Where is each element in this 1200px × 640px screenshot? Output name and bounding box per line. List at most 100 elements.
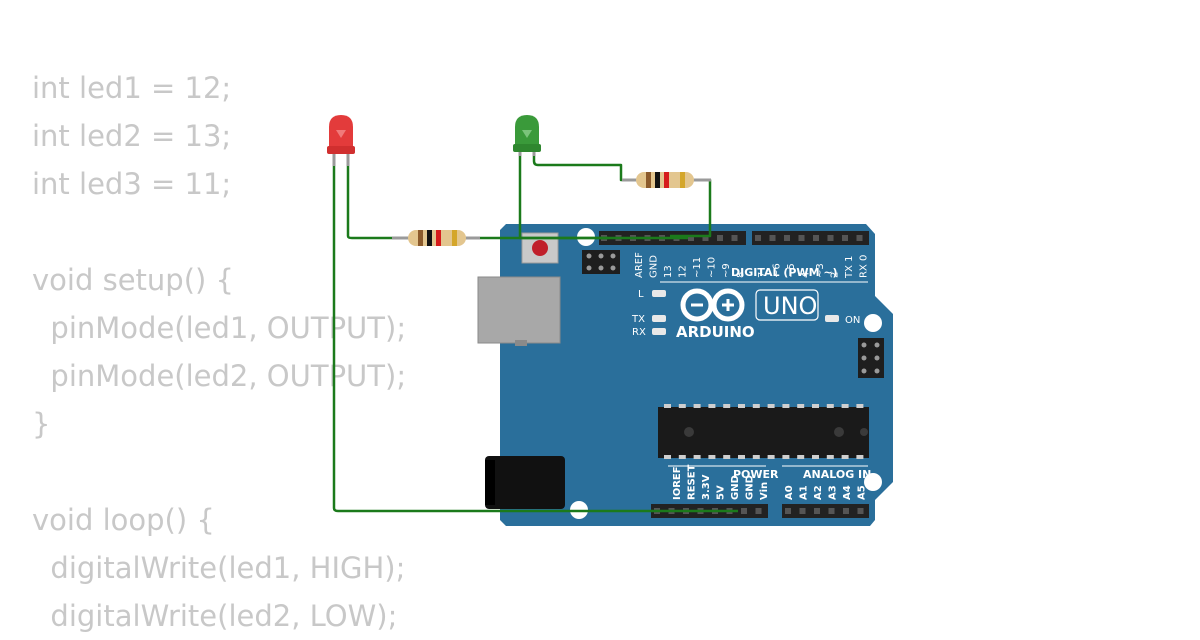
analog-header-label: ANALOG IN [803, 468, 871, 481]
pin-label: 4 [801, 272, 812, 278]
pin-label: ~5 [786, 263, 797, 278]
pin-label: GND [730, 475, 741, 500]
led-tx-indicator [652, 315, 666, 322]
header-pin[interactable] [741, 508, 747, 514]
pin-label: 7 [757, 272, 768, 278]
wires [332, 152, 738, 513]
pin-label: GND [649, 255, 660, 278]
header-pin[interactable] [688, 235, 694, 241]
header-pin[interactable] [755, 508, 762, 514]
chip-pin [782, 404, 790, 408]
header-pin[interactable] [843, 508, 849, 514]
code-line: digitalWrite(led2, LOW); [32, 599, 398, 633]
pin-label: TX 1 [844, 256, 855, 280]
arduino-logo-icon [680, 288, 745, 322]
mounting-hole [864, 314, 882, 332]
chip-pin [723, 404, 731, 408]
led-green[interactable] [513, 115, 541, 156]
code-line: int led3 = 11; [32, 167, 232, 201]
header-pin[interactable] [799, 508, 806, 514]
header-pin[interactable] [717, 235, 723, 241]
wire-green-led-to-gnd[interactable] [518, 152, 608, 240]
pin-label: AREF [634, 252, 645, 278]
mounting-hole [864, 473, 882, 491]
icsp-header-top [582, 250, 620, 274]
led-on-indicator [825, 315, 839, 322]
pin-label: RX 0 [859, 255, 870, 278]
led-red[interactable] [327, 115, 355, 166]
chip-pin [664, 404, 671, 408]
resistor-2[interactable] [622, 172, 711, 188]
code-line: void setup() { [32, 263, 234, 297]
code-line: } [32, 407, 51, 441]
header-pin[interactable] [842, 235, 848, 241]
chip-pin [708, 455, 716, 459]
header-pin[interactable] [828, 508, 835, 514]
header-pin[interactable] [827, 235, 834, 241]
chip-pin [693, 455, 701, 459]
pin-label: 5V [716, 485, 727, 500]
header-pin[interactable] [813, 235, 819, 241]
chip-pin [812, 404, 819, 408]
led-tx-label: TX [631, 314, 645, 325]
chip-pin [678, 404, 686, 408]
header-pin[interactable] [702, 235, 709, 241]
wire-red-led-to-resistor[interactable] [346, 162, 393, 240]
chip-pin [826, 455, 834, 459]
code-line: digitalWrite(led1, HIGH); [32, 551, 406, 585]
digital-header-right[interactable] [752, 231, 869, 245]
led-l-indicator [652, 290, 666, 297]
pin-label: ~9 [721, 263, 732, 278]
pin-label: A1 [799, 485, 810, 500]
pin-label: ~10 [707, 257, 718, 278]
led-l-label: L [638, 289, 644, 300]
analog-header[interactable] [782, 504, 869, 518]
pin-label: Vin [759, 482, 770, 500]
header-pin[interactable] [857, 508, 864, 514]
header-pin[interactable] [814, 508, 820, 514]
pin-label: ~6 [772, 263, 783, 278]
pin-label: A4 [842, 485, 853, 500]
header-pin[interactable] [755, 235, 761, 241]
header-pin[interactable] [856, 235, 863, 241]
wire-green-led-to-resistor[interactable] [532, 152, 636, 182]
arduino-brand-text: ARDUINO [676, 323, 755, 341]
chip-pin [841, 404, 849, 408]
chip-pin [752, 455, 760, 459]
icsp-header-right [858, 338, 884, 378]
chip-pin [738, 455, 745, 459]
reset-button-cap[interactable] [532, 240, 548, 256]
uno-badge [755, 289, 819, 321]
chip-pin [841, 455, 849, 459]
chip-pin [826, 404, 834, 408]
pin-label: 13 [663, 265, 674, 278]
header-pin[interactable] [784, 235, 790, 241]
chip-pin [767, 455, 775, 459]
chip-pin [708, 404, 716, 408]
power-jack [485, 456, 565, 509]
led-on-label: ON [845, 315, 860, 326]
wire-red-led-to-gnd[interactable] [332, 162, 738, 513]
header-pin[interactable] [731, 235, 738, 241]
chip-pin [812, 455, 819, 459]
pin-label: 3.3V [701, 474, 712, 500]
code-line: pinMode(led2, OUTPUT); [32, 359, 407, 393]
header-pin[interactable] [798, 235, 805, 241]
pin-label: 2 [830, 272, 841, 278]
chip-pin [856, 455, 864, 459]
pin-label: 8 [736, 272, 747, 278]
header-pin[interactable] [785, 508, 791, 514]
uno-model-text: UNO [763, 292, 817, 320]
pin-label: IOREF [672, 466, 683, 500]
chip-pin [767, 404, 775, 408]
chip-pin [664, 455, 671, 459]
header-pin[interactable] [769, 235, 776, 241]
usb-port-tab [515, 340, 527, 346]
code-line: void loop() { [32, 503, 215, 537]
resistor-1[interactable] [392, 230, 480, 246]
